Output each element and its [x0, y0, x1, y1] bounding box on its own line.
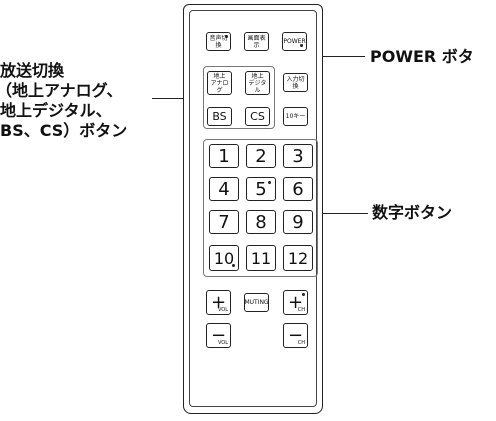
number-button-7[interactable]: 7: [209, 210, 239, 234]
audio-switch-label: 音声切換: [209, 34, 228, 49]
ten-key-label: 10キー: [285, 113, 306, 120]
indicator-dot: [225, 35, 228, 38]
number-label-10: 10: [213, 248, 235, 268]
number-button-8[interactable]: 8: [246, 210, 276, 234]
power-button-label: POWER: [283, 38, 306, 45]
number-button-5[interactable]: 5: [246, 177, 276, 201]
terrestrial-analog-label-2: アナログ: [210, 79, 229, 94]
volume-down-button[interactable]: − VOL: [206, 323, 231, 348]
power-leader-line: [303, 56, 365, 58]
terrestrial-digital-label-1: 地上: [251, 72, 264, 80]
input-switch-button-label: 入力切換: [286, 75, 305, 90]
number-label-12: 12: [287, 248, 309, 268]
channel-down-button[interactable]: − CH: [283, 323, 308, 348]
input-switch-label: 放送切換 （地上アナログ、 地上デジタル、 BS、CS）ボタン: [0, 61, 127, 141]
number-label-3: 3: [292, 145, 304, 167]
number-label-7: 7: [218, 211, 230, 233]
bs-button[interactable]: BS: [207, 107, 232, 126]
number-label-4: 4: [218, 178, 230, 200]
muting-label: MUTING: [244, 299, 269, 306]
input-switch-leader-line: [152, 98, 204, 100]
vol-label: VOL: [217, 307, 228, 313]
number-button-12[interactable]: 12: [283, 245, 313, 271]
number-button-10[interactable]: 10: [209, 245, 239, 271]
screen-display-button[interactable]: 画面表示: [244, 32, 269, 51]
screen-display-label: 画面表示: [247, 34, 266, 49]
channel-up-button[interactable]: + CH: [283, 290, 308, 315]
number-button-group: [203, 139, 318, 277]
ch-label: CH: [297, 307, 305, 313]
ch-label: CH: [297, 340, 305, 346]
number-button-2[interactable]: 2: [246, 144, 276, 168]
muting-button[interactable]: MUTING: [244, 293, 269, 312]
number-label-1: 1: [218, 145, 230, 167]
number-label-11: 11: [250, 248, 272, 268]
number-label-8: 8: [255, 211, 267, 233]
input-switch-label-line-3: 地上デジタル、: [0, 101, 112, 120]
power-label: POWER ボタ: [370, 47, 474, 66]
cs-button[interactable]: CS: [245, 107, 270, 126]
number-label-5: 5: [255, 178, 267, 200]
number-button-11[interactable]: 11: [246, 245, 276, 271]
number-button-1[interactable]: 1: [209, 144, 239, 168]
power-button[interactable]: POWER: [282, 32, 307, 51]
minus-icon: −: [210, 325, 227, 346]
number-label-2: 2: [255, 145, 267, 167]
terrestrial-analog-button[interactable]: 地上 アナログ: [207, 71, 232, 95]
input-switch-label-line-1: 放送切換: [0, 61, 65, 80]
vol-label: VOL: [217, 340, 228, 346]
input-switch-label-line-2: （地上アナログ、: [0, 81, 123, 100]
broadcast-switch-group: [203, 66, 275, 129]
number-button-9[interactable]: 9: [283, 210, 313, 234]
tactile-dot: [232, 264, 235, 267]
terrestrial-analog-label-1: 地上: [213, 72, 226, 80]
volume-up-button[interactable]: + VOL: [206, 290, 231, 315]
indicator-dot: [300, 44, 303, 47]
number-leader-line: [318, 213, 368, 215]
minus-icon: −: [287, 325, 304, 346]
number-button-3[interactable]: 3: [283, 144, 313, 168]
input-switch-label-line-4: BS、CS）ボタン: [0, 121, 128, 140]
number-buttons-label: 数字ボタン: [372, 203, 453, 222]
audio-switch-button[interactable]: 音声切換: [206, 32, 231, 51]
terrestrial-digital-button[interactable]: 地上 デジタル: [245, 71, 270, 95]
number-button-4[interactable]: 4: [209, 177, 239, 201]
tactile-dot: [268, 181, 271, 184]
cs-label: CS: [250, 110, 265, 123]
number-label-6: 6: [292, 178, 304, 200]
number-label-9: 9: [292, 211, 304, 233]
indicator-dot: [302, 293, 305, 296]
plus-icon: +: [287, 292, 304, 313]
terrestrial-digital-label-2: デジタル: [248, 79, 267, 94]
input-switch-button[interactable]: 入力切換: [283, 73, 308, 92]
bs-label: BS: [212, 110, 227, 123]
number-button-6[interactable]: 6: [283, 177, 313, 201]
plus-icon: +: [210, 292, 227, 313]
remote-inner-frame: [189, 10, 317, 407]
ten-key-button[interactable]: 10キー: [283, 107, 308, 126]
